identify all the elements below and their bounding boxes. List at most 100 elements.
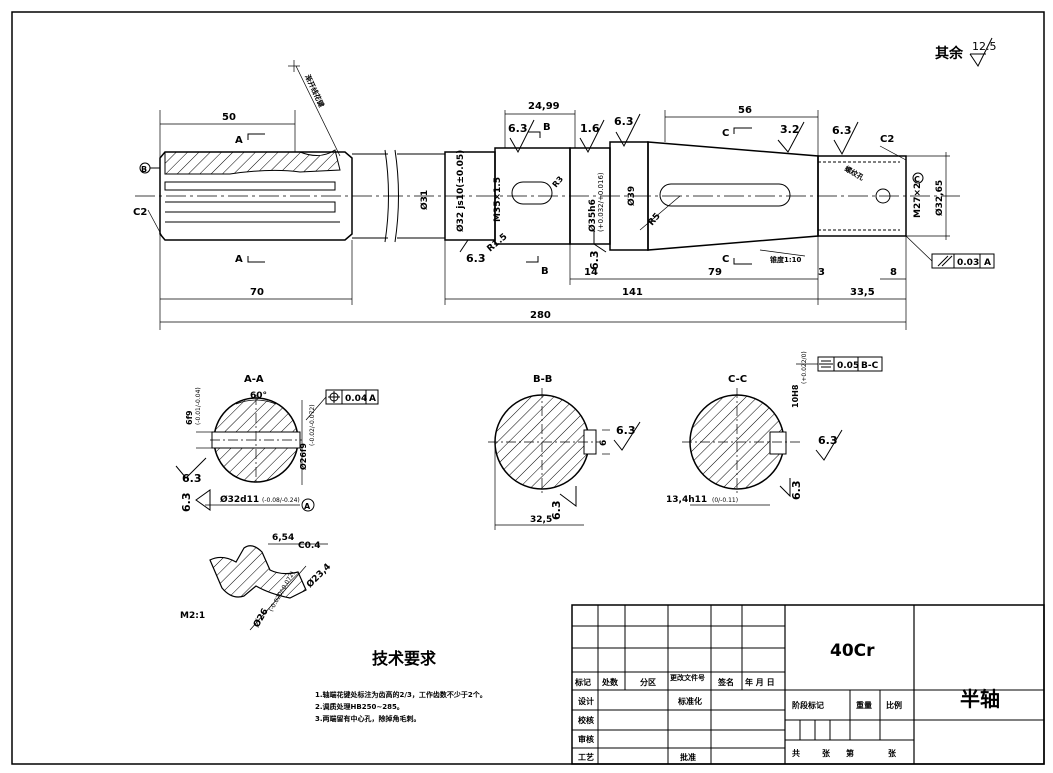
- dim-56: 56: [738, 105, 752, 116]
- title-block-text: 40Cr 半轴 标记 处数 分区 更改文件号 签名 年 月 日 设计 标准化 校…: [574, 641, 1000, 762]
- aa-rough-a: 6.3: [182, 472, 202, 485]
- section-cc: C-C 10H8 (+0.022/0) 0.05 B-C 13,4h11 (0/…: [666, 351, 883, 506]
- section-aa: A-A 60° 6f9 (-0.01/-0.04) Ø26f9 (-0.02/-…: [175, 374, 379, 513]
- bb-rough-b: 6.3: [550, 501, 563, 521]
- taper-note: 锥度1:10: [769, 255, 802, 264]
- tech-req-item-1: 1.轴端花键处标注为齿高的2/3，工作齿数不少于2个。: [315, 690, 487, 699]
- keyway-c: [659, 183, 791, 207]
- dia-32-65: Ø32,65: [934, 180, 945, 216]
- dim-8: 8: [890, 267, 897, 278]
- aa-width-tol: (-0.01/-0.04): [195, 387, 202, 425]
- tech-req-item-3: 3.两端留有中心孔，除掉角毛刺。: [315, 714, 421, 723]
- cc-key-tol: (+0.022/0): [801, 351, 808, 384]
- tb-sheets: 共: [792, 748, 800, 758]
- section-a-top: A: [235, 135, 243, 146]
- tb-approve: 批准: [680, 752, 696, 762]
- dim-14: 14: [584, 267, 598, 278]
- datum-c: C: [914, 175, 920, 184]
- r5: R5: [647, 211, 663, 228]
- bb-depth: 6: [599, 440, 609, 446]
- dia-39: Ø39: [626, 186, 637, 206]
- rough-3-2: 3.2: [780, 123, 800, 136]
- tb-label-4: 签名: [717, 677, 734, 687]
- thread-m27: M27×2: [913, 183, 923, 218]
- tb-sheet-unit: 张: [822, 749, 831, 758]
- dia-32-js10: Ø32 js10(±0.05): [455, 150, 466, 232]
- r1-5: R1.5: [486, 232, 510, 254]
- cc-depth-tol: (0/-0.11): [712, 497, 738, 504]
- detail-6-54: 6,54: [272, 533, 294, 543]
- dim-50: 50: [222, 112, 236, 123]
- tb-standard: 标准化: [677, 696, 702, 706]
- c2-left: C2: [133, 207, 147, 218]
- dia-35h6: Ø35h6: [587, 199, 598, 232]
- thread-note: 螺纹孔: [843, 164, 866, 182]
- dia-35h6-tol: (+0.032/+0.016): [597, 172, 605, 232]
- detail-scale: M2:1: [180, 611, 205, 621]
- detail-c0-4: C0.4: [298, 541, 321, 551]
- dim-70: 70: [250, 287, 264, 298]
- aa-datum: A: [304, 502, 311, 511]
- aa-pos-tol: 0.04: [345, 394, 367, 404]
- rough-6-3-d: 6.3: [466, 252, 486, 265]
- section-aa-title: A-A: [244, 374, 264, 385]
- tb-label-3: 更改文件号: [670, 673, 705, 682]
- runout-tolerance-frame: 0.03 A: [905, 235, 995, 269]
- tb-label-5: 年 月 日: [745, 677, 775, 687]
- section-b-top: B: [543, 122, 551, 133]
- keyway-b: [511, 181, 553, 205]
- bb-rough-a: 6.3: [616, 424, 636, 437]
- tb-sheet-no: 第: [846, 748, 854, 758]
- threaded-end: [817, 155, 907, 237]
- tb-stage: 阶段标记: [792, 700, 824, 710]
- tech-req-title: 技术要求: [372, 649, 437, 668]
- tb-weight: 重量: [856, 700, 872, 710]
- thread-m35: M35×1.5: [493, 177, 503, 222]
- tb-design: 设计: [578, 696, 594, 706]
- general-roughness: 其余 12.5: [935, 37, 997, 67]
- tb-label-1: 处数: [601, 677, 619, 687]
- section-c-top: C: [722, 128, 729, 139]
- tb-process: 工艺: [578, 752, 594, 762]
- dim-79: 79: [708, 267, 722, 278]
- cc-depth: 13,4h11: [666, 495, 707, 505]
- tb-label-2: 分区: [640, 677, 656, 687]
- cc-keyway: [769, 431, 787, 455]
- section-c-bottom: C: [722, 254, 729, 265]
- cc-sym-tol: 0.05: [837, 361, 859, 371]
- aa-rough-b: 6.3: [180, 493, 193, 513]
- tech-req-item-2: 2.调质处理HB250~285。: [315, 702, 404, 711]
- section-bb: B-B 6 32,5 6.3 6.3: [488, 374, 641, 530]
- main-view: 50 24,99 56 70 141 280 14 79 3 8 33,5 Ø3…: [133, 60, 995, 330]
- roughness-symbols: 6.3 1.6 6.3 3.2 6.3 6.3 6.3: [459, 113, 859, 271]
- dim-3: 3: [818, 267, 825, 278]
- tb-label-0: 标记: [574, 677, 591, 687]
- runout-value: 0.03: [957, 258, 979, 268]
- bb-width: 32,5: [530, 515, 552, 525]
- tb-scale: 比例: [886, 700, 902, 710]
- section-b-bottom: B: [541, 266, 549, 277]
- cc-sym-datum: B-C: [861, 361, 879, 371]
- dim-24-99: 24,99: [528, 101, 560, 112]
- r3: R3: [551, 175, 565, 190]
- spline-hatch: [164, 149, 341, 175]
- aa-major-tol: (-0.08/-0.24): [262, 497, 300, 504]
- material: 40Cr: [830, 641, 875, 661]
- rough-6-3-e: 6.3: [588, 251, 601, 271]
- dia-31: Ø31: [419, 190, 430, 210]
- roughness-prefix: 其余: [935, 45, 964, 62]
- aa-major: Ø32d11: [220, 494, 259, 505]
- dim-141: 141: [622, 287, 643, 298]
- rough-1-6: 1.6: [580, 122, 600, 135]
- tb-sheet-unit-2: 张: [888, 749, 897, 758]
- cross-hole: [875, 188, 891, 204]
- tb-check: 校核: [578, 715, 594, 725]
- cc-rough-b: 6.3: [790, 481, 803, 501]
- aa-pos-datum: A: [369, 394, 376, 404]
- cc-key: 10H8: [791, 384, 800, 408]
- section-cc-title: C-C: [728, 374, 747, 385]
- roughness-value: 12.5: [972, 40, 997, 53]
- dim-33-5: 33,5: [850, 287, 875, 298]
- section-a-bottom: A: [235, 254, 243, 265]
- section-bb-title: B-B: [533, 374, 552, 385]
